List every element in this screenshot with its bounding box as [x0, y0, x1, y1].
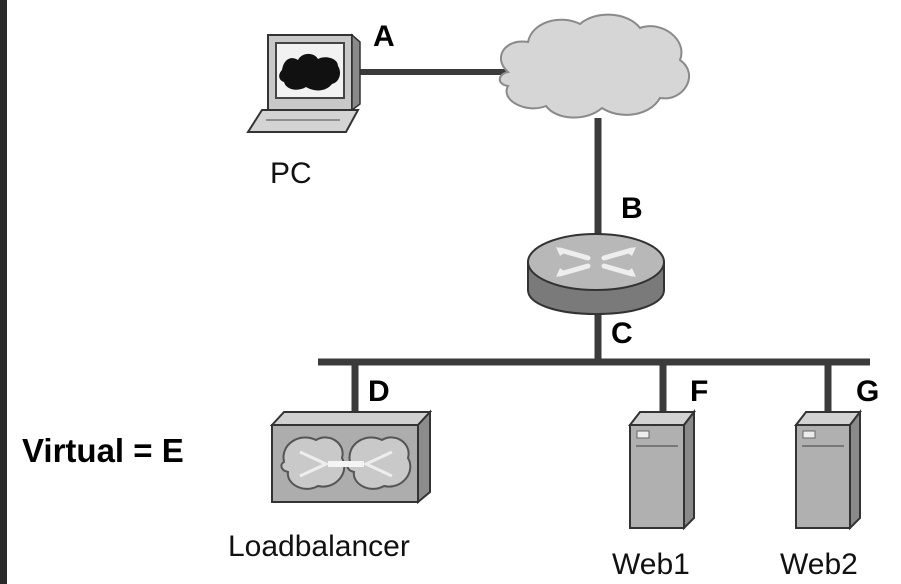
- virtual-ip-label: Virtual = E: [22, 432, 184, 469]
- device-label-pc: PC: [270, 157, 312, 190]
- pc-icon: [246, 33, 361, 133]
- point-label-g: G: [856, 375, 880, 408]
- loadbalancer-icon: [269, 409, 433, 505]
- point-label-d: D: [368, 375, 390, 408]
- point-label-c: C: [611, 317, 633, 350]
- server-icon: [627, 409, 697, 531]
- point-label-a: A: [373, 20, 395, 53]
- router-icon: [527, 233, 665, 316]
- server-icon: [793, 409, 863, 531]
- frame-border: [0, 0, 7, 584]
- device-label-web2: Web2: [780, 548, 858, 581]
- point-label-f: F: [690, 375, 709, 408]
- point-label-b: B: [621, 192, 643, 225]
- device-label-loadbalancer: Loadbalancer: [228, 530, 410, 563]
- device-label-web1: Web1: [612, 548, 690, 581]
- cloud-icon: [498, 13, 691, 119]
